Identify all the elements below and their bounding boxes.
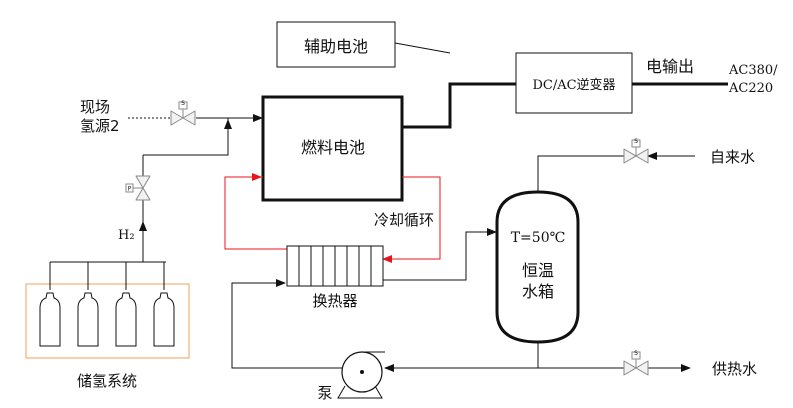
storage-label: 储氢系统 — [77, 372, 137, 390]
cylinder — [39, 262, 61, 347]
fuel-cell-label: 燃料电池 — [301, 138, 365, 157]
aux-battery-label: 辅助电池 — [304, 37, 368, 56]
tank-label-line2: 水箱 — [522, 282, 554, 301]
inverter-box — [515, 52, 633, 114]
onsite-h2-solenoid-valve: S — [170, 100, 196, 126]
onsite-h2-label-line1: 现场 — [80, 98, 110, 116]
cylinder — [77, 262, 99, 347]
heat-exchanger — [286, 245, 384, 287]
aux-battery-box — [276, 21, 396, 68]
constant-temperature-tank — [495, 190, 580, 344]
cylinder — [115, 262, 137, 347]
tank-temperature-label: T=50℃ — [511, 230, 566, 246]
hot-water-supply-label: 供热水 — [712, 360, 757, 378]
ac220-label: AC220 — [728, 81, 773, 96]
fuel-cell-box — [261, 95, 404, 202]
inverter-label: DC/AC逆变器 — [532, 77, 615, 93]
tap-water-solenoid-valve: S — [623, 138, 649, 164]
onsite-h2-label-line2: 氢源2 — [80, 117, 120, 135]
cylinder — [153, 262, 175, 347]
hydrogen-storage-system — [25, 261, 190, 359]
cooling-loop-label: 冷却循环 — [374, 211, 434, 229]
valve-tag: S — [181, 100, 185, 107]
heat-exchanger-label: 换热器 — [312, 292, 357, 310]
hot-water-solenoid-valve: S — [623, 350, 649, 376]
power-output-label: 电输出 — [646, 57, 694, 76]
tap-water-label: 自来水 — [710, 148, 755, 166]
pump-label: 泵 — [317, 384, 332, 402]
valve-tag: P — [128, 186, 132, 193]
storage-regulator-valve: P — [125, 175, 151, 201]
tank-label-line1: 恒温 — [522, 261, 554, 280]
valve-tag: S — [634, 138, 638, 145]
pump — [337, 351, 385, 399]
valve-tag: S — [634, 350, 638, 357]
ac380-label: AC380/ — [728, 63, 778, 78]
h2-label: H₂ — [118, 228, 135, 243]
